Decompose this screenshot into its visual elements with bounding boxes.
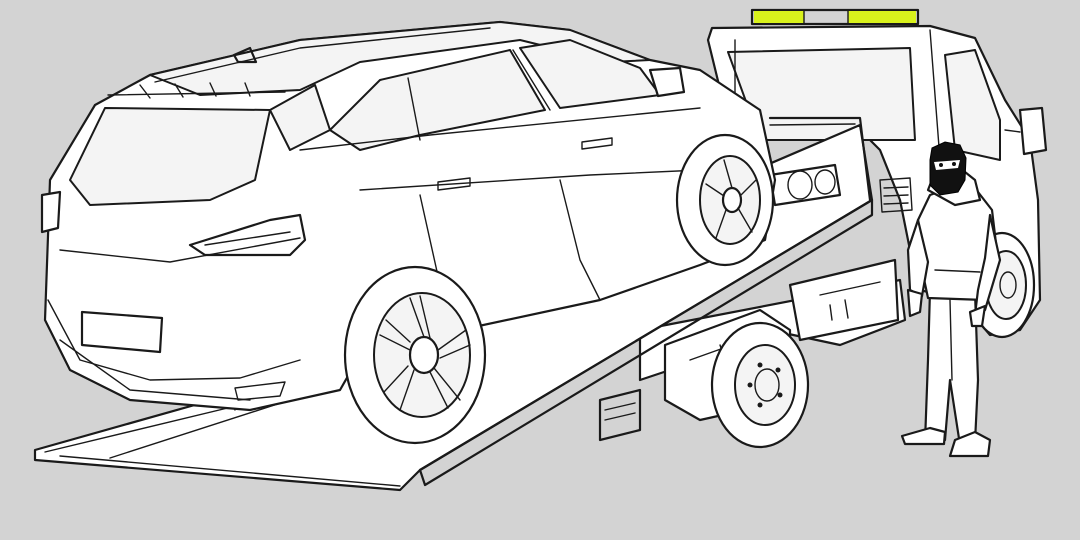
- masked-person: [900, 141, 1002, 458]
- truck-rear-wheel: [710, 321, 810, 449]
- suv-front-wheel: [675, 133, 775, 267]
- suv-rear-wheel: [343, 265, 487, 445]
- light-bar: [750, 8, 920, 26]
- suv: [40, 20, 777, 412]
